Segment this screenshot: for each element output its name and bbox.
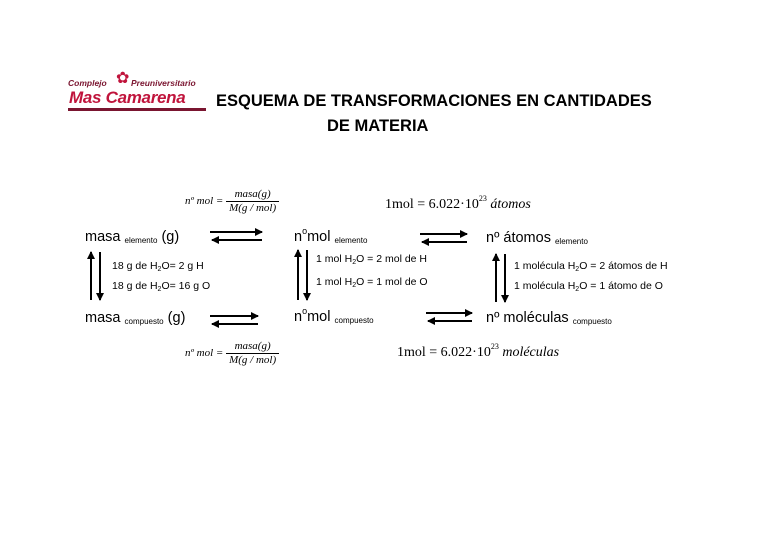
flower-icon: ✿	[116, 70, 130, 87]
formula-avogadro-exp: 23	[478, 194, 487, 203]
arrow-pair-masa-nmol-elem	[210, 228, 263, 244]
fraction-denominator: M(g / mol)	[229, 202, 277, 214]
node-nmol-elemento: nomol elemento	[294, 226, 367, 245]
arrow-pair-nmol-atomos	[420, 230, 468, 246]
node-main: n	[294, 309, 303, 325]
relation-sub: 2	[575, 266, 580, 273]
relation-a: 1 mol H	[316, 276, 353, 288]
page-title-line1: ESQUEMA DE TRANSFORMACIONES EN CANTIDADE…	[216, 92, 652, 110]
arrow-pair-masa-nmol-comp	[210, 312, 259, 328]
relation-a: 1 molécula H	[514, 260, 576, 272]
node-nmoleculas-compuesto: nº moléculas compuesto	[486, 310, 612, 326]
formula-nmol-masa-top: nº mol = masa(g) M(g / mol)	[185, 188, 280, 215]
relation-sub: 2	[352, 282, 357, 289]
node-natomos-elemento: nº átomos elemento	[486, 230, 588, 246]
node-masa-elemento: masa elemento (g)	[85, 229, 179, 245]
formula-avogadro-lhs: 1mol = 6.022·10	[385, 197, 479, 212]
formula-avogadro-molecules: 1mol = 6.022·1023 moléculas	[397, 342, 559, 361]
node-sub: elemento	[334, 236, 368, 245]
fraction-numerator: masa(g)	[226, 188, 280, 202]
node-main: n	[294, 229, 303, 245]
fraction-denominator: M(g / mol)	[229, 354, 277, 366]
fraction: masa(g) M(g / mol)	[226, 340, 280, 367]
relation-mol-1: 1 mol H2O = 2 mol de H	[316, 253, 427, 266]
fraction-numerator: masa(g)	[226, 340, 280, 354]
relation-sub: 2	[157, 286, 162, 293]
relation-a: 18 g de H	[112, 280, 158, 292]
relation-mol-2: 1 mol H2O = 1 mol de O	[316, 276, 428, 289]
node-main: masa	[85, 229, 121, 245]
logo-name: Mas Camarena	[69, 88, 186, 107]
node-suffix: (g)	[167, 310, 186, 326]
relation-a: 1 molécula H	[514, 280, 576, 292]
logo-underline	[68, 108, 206, 111]
relation-sub: 2	[157, 266, 162, 273]
node-main2: mol	[307, 229, 331, 245]
arrow-pair-masa-vertical	[87, 251, 104, 301]
node-masa-compuesto: masa compuesto (g)	[85, 310, 185, 326]
node-sub: elemento	[124, 236, 158, 245]
node-main: nº átomos	[486, 230, 551, 246]
relation-b: O = 2 mol de H	[356, 253, 427, 265]
relation-b: O = 1 átomo de O	[579, 280, 663, 292]
relation-masa-2: 18 g de H2O= 16 g O	[112, 280, 210, 293]
arrow-pair-atomos-vertical	[492, 253, 509, 303]
node-sup: o	[302, 306, 308, 316]
formula-avogadro-lhs: 1mol = 6.022·10	[397, 345, 491, 360]
logo-word-complejo: Complejo	[68, 78, 107, 88]
relation-a: 1 mol H	[316, 253, 353, 265]
relation-sub: 2	[352, 259, 357, 266]
node-sub: compuesto	[124, 317, 164, 326]
node-sub: compuesto	[334, 316, 374, 325]
formula-avogadro-atoms: 1mol = 6.022·1023 átomos	[385, 194, 531, 213]
formula-lhs: nº mol =	[185, 195, 224, 208]
page-title-line2: DE MATERIA	[327, 117, 429, 135]
node-main: nº moléculas	[486, 310, 569, 326]
logo-word-preuniversitario: Preuniversitario	[131, 78, 196, 88]
node-sub: compuesto	[572, 317, 612, 326]
formula-avogadro-unit: moléculas	[502, 345, 560, 360]
formula-avogadro-exp: 23	[490, 342, 499, 351]
formula-avogadro-unit: átomos	[490, 197, 531, 212]
relation-atomos-1: 1 molécula H2O = 2 átomos de H	[514, 260, 668, 273]
arrow-pair-nmol-moleculas	[426, 309, 473, 325]
node-sub: elemento	[554, 237, 588, 246]
relation-b: O = 2 átomos de H	[579, 260, 668, 272]
relation-b: O= 16 g O	[161, 280, 211, 292]
logo: Complejo ✿ Preuniversitario Mas Camarena	[68, 68, 208, 114]
relation-masa-1: 18 g de H2O= 2 g H	[112, 260, 204, 273]
node-main: masa	[85, 310, 121, 326]
relation-b: O = 1 mol de O	[356, 276, 428, 288]
relation-atomos-2: 1 molécula H2O = 1 átomo de O	[514, 280, 663, 293]
relation-a: 18 g de H	[112, 260, 158, 272]
node-main2: mol	[307, 309, 331, 325]
relation-b: O= 2 g H	[161, 260, 204, 272]
node-nmol-compuesto: nomol compuesto	[294, 306, 374, 325]
fraction: masa(g) M(g / mol)	[226, 188, 280, 215]
formula-nmol-masa-bottom: nº mol = masa(g) M(g / mol)	[185, 340, 280, 367]
node-sup: o	[302, 226, 308, 236]
relation-sub: 2	[575, 286, 580, 293]
formula-lhs: nº mol =	[185, 347, 224, 360]
node-suffix: (g)	[161, 229, 180, 245]
arrow-pair-nmol-vertical	[294, 249, 311, 301]
